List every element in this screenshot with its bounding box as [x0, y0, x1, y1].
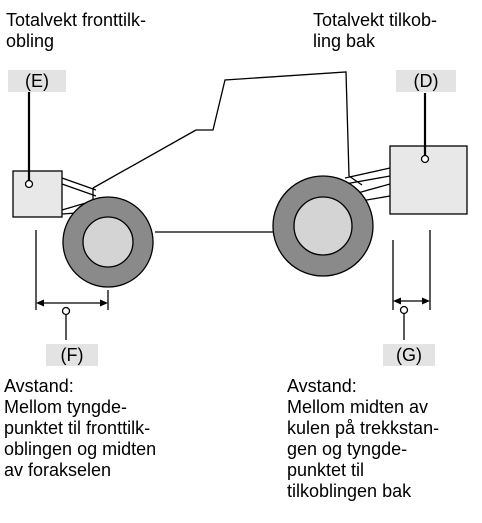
description-f: Avstand: Mellom tyngde- punktet til fron…: [4, 376, 157, 480]
tag-e: (E): [8, 70, 66, 92]
tag-g: (G): [383, 344, 435, 366]
tag-d: (D): [396, 70, 456, 92]
rear-implement: [389, 145, 468, 215]
front-implement: [12, 170, 63, 218]
rear-weight-title: Totalvekt tilkob- ling bak: [313, 10, 438, 51]
tractor-body: [92, 129, 363, 233]
rear-center-of-gravity: [420, 154, 430, 164]
tag-f: (F): [46, 344, 98, 366]
front-linkage: [61, 177, 97, 215]
tractor-cab: [196, 71, 350, 177]
front-rim: [82, 216, 134, 268]
description-g: Avstand: Mellom midten av kulen på trekk…: [287, 376, 440, 501]
rear-rim: [293, 196, 353, 256]
front-center-of-gravity: [24, 179, 34, 189]
dimension-f-marker: [61, 306, 71, 316]
front-weight-title: Totalvekt fronttilk- obling: [6, 10, 147, 51]
dimension-g-marker: [399, 305, 409, 315]
rear-linkage: [344, 167, 391, 204]
